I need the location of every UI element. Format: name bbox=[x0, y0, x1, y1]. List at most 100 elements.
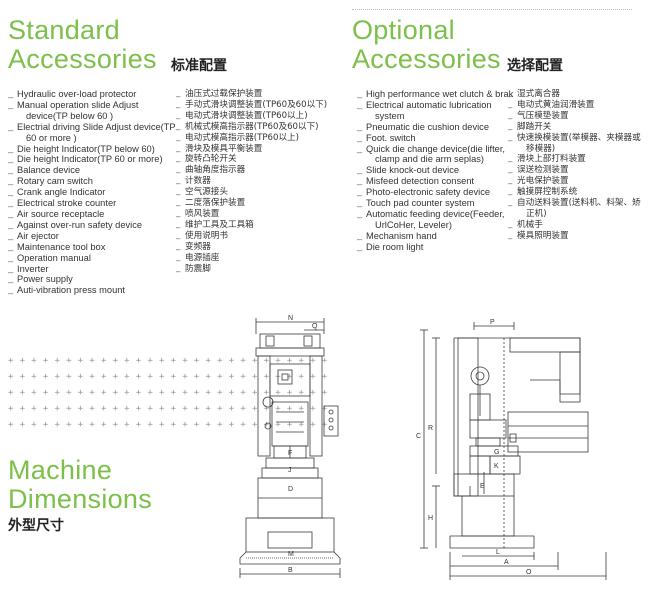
list-item: device(TP below 60 ) bbox=[26, 110, 114, 121]
dim-label-l: L bbox=[496, 549, 500, 556]
list-item: 变频器 bbox=[176, 241, 327, 253]
list-item: Inverter bbox=[8, 263, 176, 275]
list-item: 使用说明书 bbox=[176, 230, 327, 242]
list-item: Air source receptacle bbox=[8, 208, 176, 220]
list-item: 电动式模高指示器(TP60以上) bbox=[176, 132, 327, 144]
list-item: 维护工具及工具箱 bbox=[176, 219, 327, 231]
optional-title-cn: 选择配置 bbox=[507, 58, 563, 74]
side-view-drawing: P C R G K E H L A O bbox=[416, 319, 607, 580]
dimensions-title-cn: 外型尺寸 bbox=[8, 518, 64, 534]
dot-row-5: ++++++++++++++++++++++++++++ bbox=[8, 420, 334, 430]
front-view-drawing: N Q F J D M B bbox=[239, 315, 341, 578]
list-item: 油压式过载保护装置 bbox=[176, 88, 327, 100]
list-item: Electrical automatic lubrication bbox=[357, 99, 513, 111]
list-item: Air ejector bbox=[8, 230, 176, 242]
dim-label-a: A bbox=[504, 559, 509, 566]
dim-label-h: H bbox=[428, 515, 433, 522]
dim-label-q: Q bbox=[312, 323, 318, 330]
dim-label-d: D bbox=[288, 486, 293, 493]
dot-row-3: ++++++++++++++++++++++++++++ bbox=[8, 388, 334, 398]
dot-row-1: ++++++++++++++++++++++++++++ bbox=[8, 356, 334, 366]
list-item: 移模器) bbox=[526, 143, 556, 154]
list-item: 误送检测装置 bbox=[508, 164, 641, 176]
list-item: Electrial driving Slide Adjust device(TP bbox=[8, 121, 176, 133]
optional-title-line1: Optional bbox=[352, 15, 455, 45]
list-item: 滑块上部打料装置 bbox=[508, 153, 641, 165]
list-item: clamp and die arm seplas) bbox=[375, 154, 485, 165]
list-item: UrlCoHer, Leveler) bbox=[375, 219, 452, 230]
list-item: Electrical stroke counter bbox=[8, 197, 176, 209]
list-item: Mechanism hand bbox=[357, 230, 513, 242]
optional-list-en: High performance wet clutch & brakElectr… bbox=[357, 88, 513, 253]
dim-label-j: J bbox=[288, 467, 292, 474]
list-item: 空气源接头 bbox=[176, 186, 327, 198]
list-item: 光电保护装置 bbox=[508, 175, 641, 187]
list-item: 机械手 bbox=[508, 219, 641, 231]
list-item: 防震脚 bbox=[176, 263, 327, 275]
top-divider bbox=[352, 9, 632, 10]
list-item: Slide knock-out device bbox=[357, 164, 513, 176]
dimensions-title-line2: Dimensions bbox=[8, 484, 153, 514]
list-item: 曲轴角度指示器 bbox=[176, 164, 327, 176]
list-item: 二度落保护装置 bbox=[176, 197, 327, 209]
standard-title-cn: 标准配置 bbox=[171, 58, 227, 74]
list-item: 滑块及模具平衡装置 bbox=[176, 143, 327, 155]
dim-label-p: P bbox=[490, 319, 495, 326]
list-item: Foot. switch bbox=[357, 132, 513, 144]
dim-label-k: K bbox=[494, 463, 499, 470]
list-item: Touch pad counter system bbox=[357, 197, 513, 209]
list-item: 喷风装置 bbox=[176, 208, 327, 220]
list-item: High performance wet clutch & brak bbox=[357, 88, 513, 100]
dim-label-o: O bbox=[526, 569, 532, 576]
list-item: Crank angle Indicator bbox=[8, 186, 176, 198]
list-item: 气压模垫装置 bbox=[508, 110, 641, 122]
list-item: 自动送料装置(送料机、料架、矫 bbox=[508, 197, 641, 209]
list-item: 电动式黄油润滑装置 bbox=[508, 99, 641, 111]
list-item: 触摸屏控制系统 bbox=[508, 186, 641, 198]
list-item: system bbox=[375, 110, 405, 121]
list-item: 电源插座 bbox=[176, 252, 327, 264]
list-item: Manual operation slide Adjust bbox=[8, 99, 176, 111]
dim-label-n: N bbox=[288, 315, 293, 322]
list-item: 快速换模装置(举模器、夹模器或 bbox=[508, 132, 641, 144]
list-item: 正机) bbox=[526, 208, 547, 219]
list-item: Automatic feeding device(Feeder, bbox=[357, 208, 513, 220]
list-item: Pneumatic die cushion device bbox=[357, 121, 513, 133]
list-item: Operation manual bbox=[8, 252, 176, 264]
list-item: 模具照明装置 bbox=[508, 230, 641, 242]
list-item: 手动式滑块调整装置(TP60及60以下) bbox=[176, 99, 327, 111]
standard-title-line1: Standard bbox=[8, 15, 120, 45]
list-item: Photo-electronic safety device bbox=[357, 186, 513, 198]
list-item: Die height Indicator(TP 60 or more) bbox=[8, 153, 176, 165]
dim-label-f: F bbox=[288, 450, 292, 457]
dim-label-m: M bbox=[288, 551, 294, 558]
list-item: 60 or more ) bbox=[26, 132, 77, 143]
list-item: Quick die change device(die lifter, bbox=[357, 143, 513, 155]
dim-label-g: G bbox=[494, 449, 499, 456]
list-item: Die room light bbox=[357, 241, 513, 253]
dimensions-title-line1: Machine bbox=[8, 455, 113, 485]
list-item: Against over-run safety device bbox=[8, 219, 176, 231]
list-item: 计数器 bbox=[176, 175, 327, 187]
list-item: 旋转凸轮开关 bbox=[176, 153, 327, 165]
list-item: Auti-vibration press mount bbox=[8, 284, 176, 296]
standard-list-cn: 油压式过载保护装置手动式滑块调整装置(TP60及60以下)电动式滑块调整装置(T… bbox=[176, 88, 327, 275]
list-item: 脚踏开关 bbox=[508, 121, 641, 133]
list-item: Rotary cam switch bbox=[8, 175, 176, 187]
dim-label-e: E bbox=[480, 483, 485, 490]
standard-title-line2: Accessories bbox=[8, 44, 157, 74]
dim-label-b: B bbox=[288, 567, 293, 574]
list-item: Power supply bbox=[8, 273, 176, 285]
list-item: Hydraulic over-load protector bbox=[8, 88, 176, 100]
optional-title-line2: Accessories bbox=[352, 44, 501, 74]
list-item: Misfeed detection consent bbox=[357, 175, 513, 187]
list-item: Maintenance tool box bbox=[8, 241, 176, 253]
dim-label-c: C bbox=[416, 433, 421, 440]
dot-row-2: ++++++++++++++++++++++++++++ bbox=[8, 372, 334, 382]
list-item: 电动式滑块调整装置(TP60以上) bbox=[176, 110, 327, 122]
list-item: 机械式模高指示器(TP60及60以下) bbox=[176, 121, 327, 133]
standard-list-en: Hydraulic over-load protectorManual oper… bbox=[8, 88, 176, 296]
optional-list-cn: 湿式离合器电动式黄油润滑装置气压模垫装置脚踏开关快速换模装置(举模器、夹模器或移… bbox=[508, 88, 641, 242]
dot-row-4: ++++++++++++++++++++++++++++ bbox=[8, 404, 334, 414]
dim-label-r: R bbox=[428, 425, 433, 432]
